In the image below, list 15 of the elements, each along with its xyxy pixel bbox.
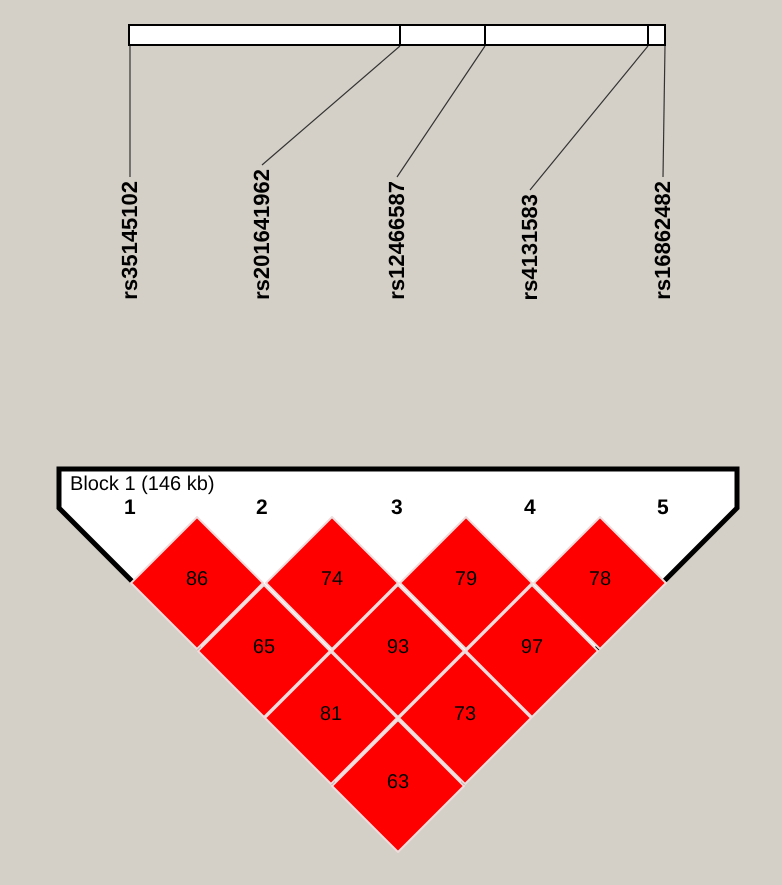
marker-number: 1 xyxy=(124,496,136,520)
snp-label: rs16862482 xyxy=(651,181,675,300)
leader-line xyxy=(530,46,648,190)
leader-line xyxy=(662,46,666,178)
ld-diamond: 63 xyxy=(331,719,465,853)
snp-label: rs12466587 xyxy=(385,181,409,300)
leader-line xyxy=(262,46,400,166)
snp-label: rs201641962 xyxy=(250,169,274,300)
chromosome-bar xyxy=(128,24,666,46)
snp-label: rs4131583 xyxy=(518,194,542,300)
block-title: Block 1 (146 kb) xyxy=(70,473,215,495)
marker-number: 2 xyxy=(256,496,268,520)
leader-line xyxy=(396,46,486,178)
leader-line xyxy=(129,46,131,177)
snp-label: rs35145102 xyxy=(118,181,142,300)
